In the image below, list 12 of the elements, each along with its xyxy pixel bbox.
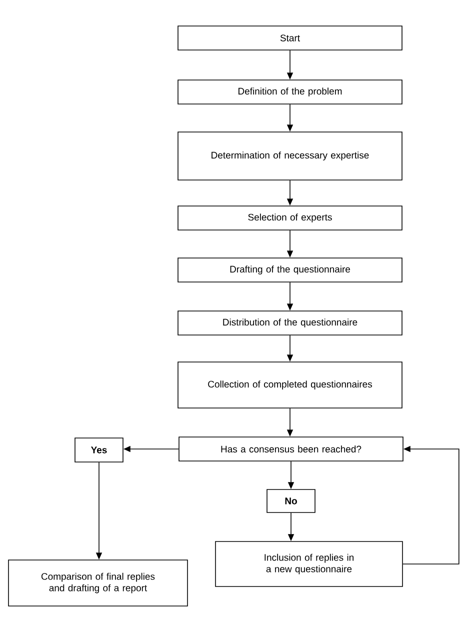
answer-box: No bbox=[266, 489, 316, 513]
process-box: Drafting of the questionnaire bbox=[178, 258, 402, 282]
decision-box: Has a consensus been reached? bbox=[178, 436, 404, 462]
process-box: Start bbox=[178, 26, 402, 50]
answer-box: Yes bbox=[74, 438, 124, 462]
process-box: Comparison of final replies and drafting of a report bbox=[8, 560, 188, 606]
process-box: Inclusion of replies in a new questionnaire bbox=[215, 541, 403, 587]
process-box: Collection of completed questionnaires bbox=[178, 362, 402, 408]
process-box: Determination of necessary expertise bbox=[178, 132, 402, 180]
process-box: Definition of the problem bbox=[178, 80, 402, 104]
process-box: Selection of experts bbox=[178, 206, 402, 230]
process-box: Distribution of the questionnaire bbox=[178, 310, 402, 336]
